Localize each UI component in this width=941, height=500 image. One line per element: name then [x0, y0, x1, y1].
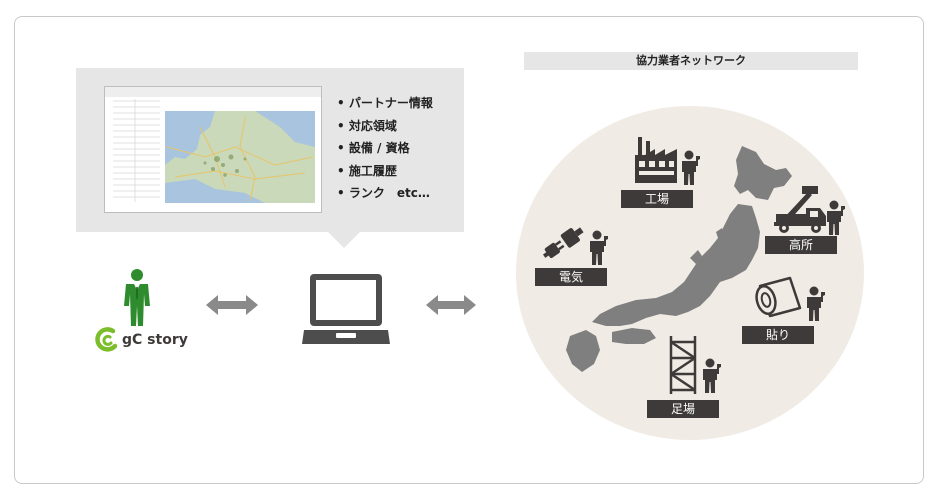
electric-plug-icon	[543, 227, 584, 259]
brand-name: gC story	[122, 332, 188, 348]
worker-icon	[827, 200, 845, 235]
worker-icon	[807, 286, 825, 321]
worker-icon	[682, 150, 700, 185]
feature-item: 設備 / 資格	[337, 137, 433, 160]
app-screenshot-thumbnail	[104, 86, 322, 213]
category-label-scaffold: 足場	[647, 400, 719, 418]
bubble-tail	[328, 232, 360, 248]
network-title: 協力業者ネットワーク	[524, 52, 858, 70]
scaffold-icon	[669, 336, 697, 394]
worker-icon	[703, 358, 721, 393]
feature-list: パートナー情報 対応領域 設備 / 資格 施工履歴 ランク etc…	[337, 92, 433, 205]
double-arrow-icon	[426, 295, 476, 315]
laptop-icon	[302, 274, 390, 344]
person-icon	[124, 269, 150, 326]
feature-item: ランク etc…	[337, 182, 433, 205]
japan-map-icon	[566, 146, 792, 372]
roll-icon	[755, 276, 802, 318]
feature-item: パートナー情報	[337, 92, 433, 115]
category-label-electric: 電気	[535, 268, 607, 286]
category-label-aerial: 高所	[765, 236, 837, 254]
brand-logo: gC story	[95, 327, 188, 352]
category-label-sticking: 貼り	[742, 326, 814, 344]
category-label-factory: 工場	[621, 190, 693, 208]
map-screenshot-icon	[105, 87, 321, 203]
feature-item: 対応領域	[337, 115, 433, 138]
gc-logo-icon	[95, 327, 118, 352]
feature-item: 施工履歴	[337, 160, 433, 183]
aerial-lift-truck-icon	[774, 186, 826, 233]
worker-icon	[590, 230, 608, 265]
factory-icon	[635, 137, 677, 183]
double-arrow-icon	[206, 295, 258, 315]
